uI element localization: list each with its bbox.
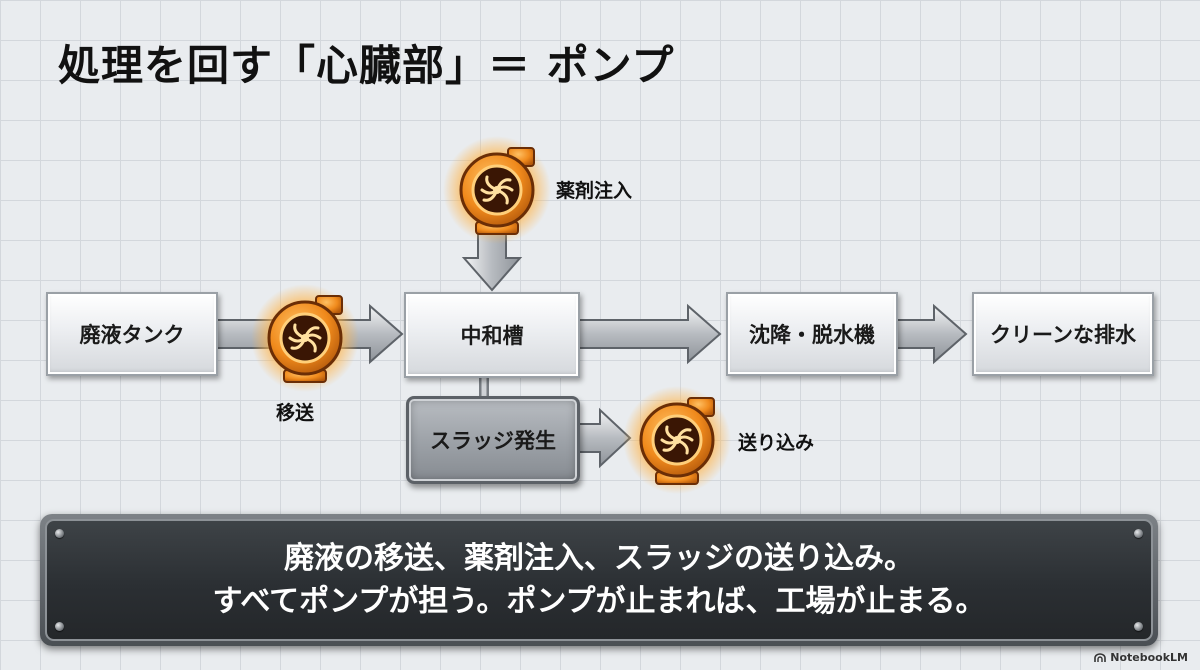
rivet [55,622,64,631]
rivet [55,529,64,538]
arrow-neutral-to-settling [577,303,722,365]
node-waste-tank: 廃液タンク [46,292,218,376]
summary-line-2: すべてポンプが担う。ポンプが止まれば、工場が止まる。 [212,584,986,619]
node-clean-water: クリーンな排水 [972,292,1154,376]
arrow-sludge-to-pump [577,407,632,469]
rivet [1134,529,1143,538]
node-sludge: スラッジ発生 [406,396,580,484]
pump-label-transfer: 移送 [276,402,315,424]
pump-icon [443,136,551,244]
pump-label-feed: 送り込み [738,432,815,454]
notebooklm-logo: NotebookLM [1094,651,1188,664]
pump-icon [623,386,731,494]
summary-banner: 廃液の移送、薬剤注入、スラッジの送り込み。 すべてポンプが担う。ポンプが止まれば… [40,514,1158,646]
arrow-settling-to-clean [895,303,968,365]
summary-panel: 廃液の移送、薬剤注入、スラッジの送り込み。 すべてポンプが担う。ポンプが止まれば… [45,519,1153,641]
pump-label-chemical: 薬剤注入 [556,180,633,202]
rivet [1134,622,1143,631]
page-title: 処理を回す「心臓部」＝ ポンプ [58,41,675,90]
node-neutral-tank: 中和槽 [404,292,580,378]
logo-text: NotebookLM [1110,651,1188,664]
summary-line-1: 廃液の移送、薬剤注入、スラッジの送り込み。 [284,540,914,576]
node-settling: 沈降・脱水機 [726,292,898,376]
notebooklm-icon [1094,652,1107,662]
pump-icon [251,284,359,392]
